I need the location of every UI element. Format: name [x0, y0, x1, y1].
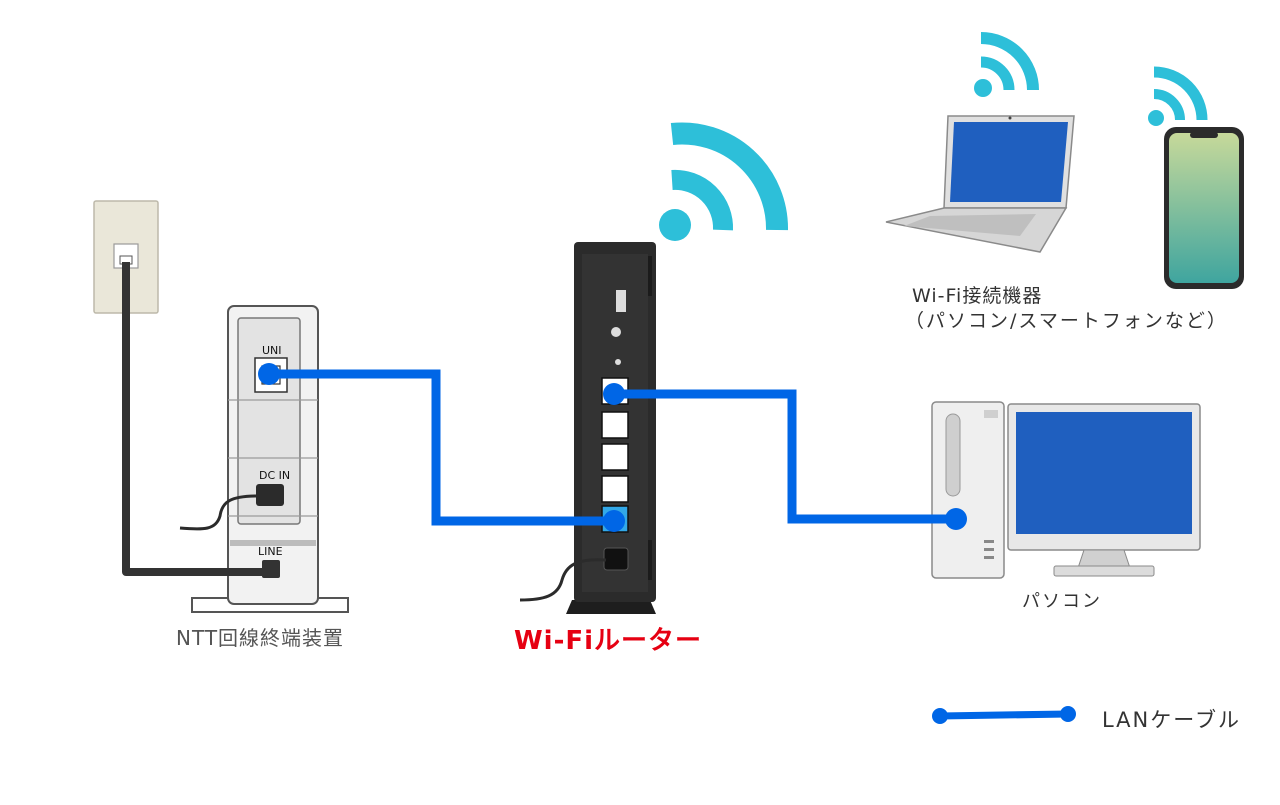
ntt-onu-device: UNI DC IN LINE — [191, 305, 349, 613]
lan-cable-router-to-pc — [614, 389, 956, 524]
pc-tower-icon — [931, 401, 1005, 579]
onu-power-cable — [179, 494, 259, 531]
wifi-devices-sublabel: （パソコン/スマートフォンなど） — [905, 310, 1228, 332]
laptop-wifi-signal-icon — [974, 32, 1039, 97]
lan-cable-router-lan-end — [603, 383, 625, 405]
pc-label: パソコン — [1022, 591, 1102, 612]
router-device — [566, 242, 656, 614]
lan-cable-router-wan-end — [603, 510, 625, 532]
smartphone-wifi-signal-icon — [1148, 66, 1208, 126]
lan-cable-onu-end — [258, 363, 280, 385]
onu-port-dc-label: DC IN — [259, 469, 290, 482]
ntt-onu-label: NTT回線終端装置 — [176, 626, 345, 650]
lan-cable-onu-to-router — [269, 369, 614, 526]
phone-line-cable — [122, 262, 270, 576]
legend-lan-cable-line — [932, 706, 1076, 724]
legend-lan-cable-label: LANケーブル — [1102, 708, 1241, 732]
router-power-cable — [519, 558, 607, 602]
wifi-devices-label: Wi-Fi接続機器 — [912, 285, 1043, 307]
onu-port-uni-label: UNI — [262, 344, 282, 357]
pc-monitor-icon — [1007, 403, 1201, 577]
onu-port-line-label: LINE — [258, 545, 283, 558]
laptop-icon — [885, 115, 1075, 253]
router-wifi-signal-icon — [659, 122, 789, 241]
wall-phone-jack — [93, 200, 159, 314]
lan-cable-pc-end — [945, 508, 967, 530]
router-label: Wi-Fiルーター — [514, 626, 703, 656]
smartphone-icon — [1164, 127, 1244, 289]
